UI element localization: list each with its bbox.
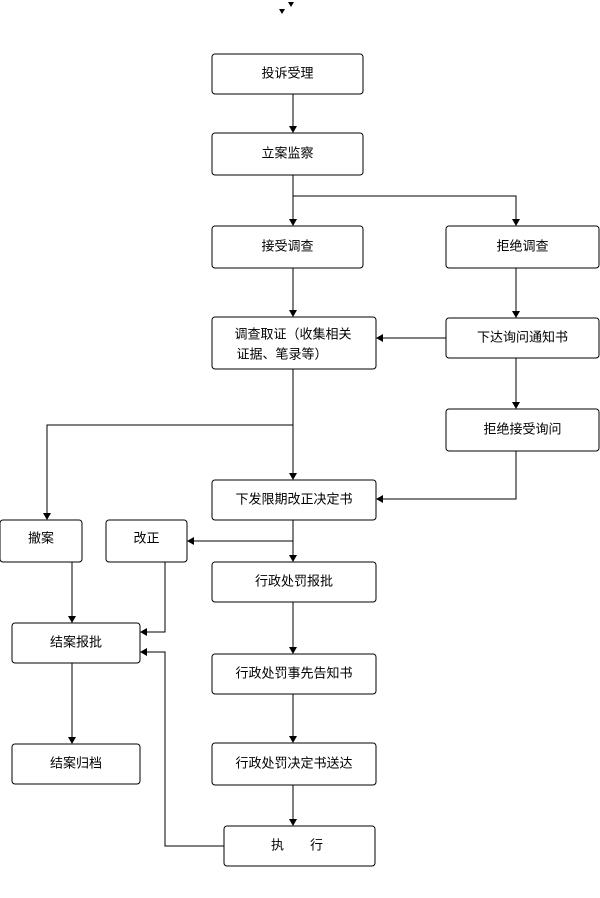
edge-register-refuse xyxy=(293,195,517,219)
node-corrected-label: 改正 xyxy=(133,532,159,547)
node-withdraw-label: 撤案 xyxy=(28,531,54,547)
edge-refuse-inquiry-rectify-order xyxy=(383,451,517,500)
node-decision-delivery: 行政处罚决定书送达 xyxy=(211,742,377,786)
edge-evidence-withdraw xyxy=(46,424,293,513)
node-evidence-label-line1: 调查取证（收集相关 xyxy=(234,327,351,343)
stray-arrow-mark-1 xyxy=(279,9,285,14)
stray-arrow-mark-2 xyxy=(288,2,294,7)
node-register: 立案监察 xyxy=(211,132,364,176)
node-execute-label: 执 行 xyxy=(271,839,323,854)
node-penalty-report: 行政处罚报批 xyxy=(211,561,377,603)
node-refuse-inquiry-label: 拒绝接受询问 xyxy=(483,422,561,438)
node-decision-delivery-label: 行政处罚决定书送达 xyxy=(235,757,352,772)
node-close-report: 结案报批 xyxy=(11,622,141,664)
node-evidence: 调查取证（收集相关 证据、笔录等） xyxy=(211,316,377,370)
node-corrected: 改正 xyxy=(105,519,188,563)
edge-execute-close-report xyxy=(147,651,224,847)
node-complaint-label: 投诉受理 xyxy=(261,66,313,82)
node-refuse: 拒绝调查 xyxy=(445,225,600,269)
node-complaint: 投诉受理 xyxy=(211,53,364,95)
node-accept-label: 接受调查 xyxy=(261,239,313,255)
node-execute: 执 行 xyxy=(223,825,376,867)
node-accept: 接受调查 xyxy=(211,225,364,269)
node-refuse-label: 拒绝调查 xyxy=(496,239,548,255)
connectors xyxy=(33,94,520,847)
node-rectify-order: 下发限期改正决定书 xyxy=(211,479,377,521)
node-rectify-order-label: 下发限期改正决定书 xyxy=(235,492,352,508)
edge-withdraw-close-report xyxy=(47,561,73,616)
node-prior-notice: 行政处罚事先告知书 xyxy=(211,653,377,695)
node-evidence-label-line2: 证据、笔录等） xyxy=(236,347,327,363)
node-withdraw: 撤案 xyxy=(0,519,83,563)
node-archive-label: 结案归档 xyxy=(50,757,102,772)
node-refuse-inquiry: 拒绝接受询问 xyxy=(445,408,600,452)
node-close-report-label: 结案报批 xyxy=(50,636,102,651)
node-notice: 下达询问通知书 xyxy=(445,317,600,359)
node-notice-label: 下达询问通知书 xyxy=(477,330,568,346)
edge-corrected-close-report xyxy=(147,562,166,633)
node-prior-notice-label: 行政处罚事先告知书 xyxy=(235,666,352,682)
node-register-label: 立案监察 xyxy=(261,147,313,162)
node-penalty-report-label: 行政处罚报批 xyxy=(255,575,333,590)
node-archive: 结案归档 xyxy=(11,743,141,785)
